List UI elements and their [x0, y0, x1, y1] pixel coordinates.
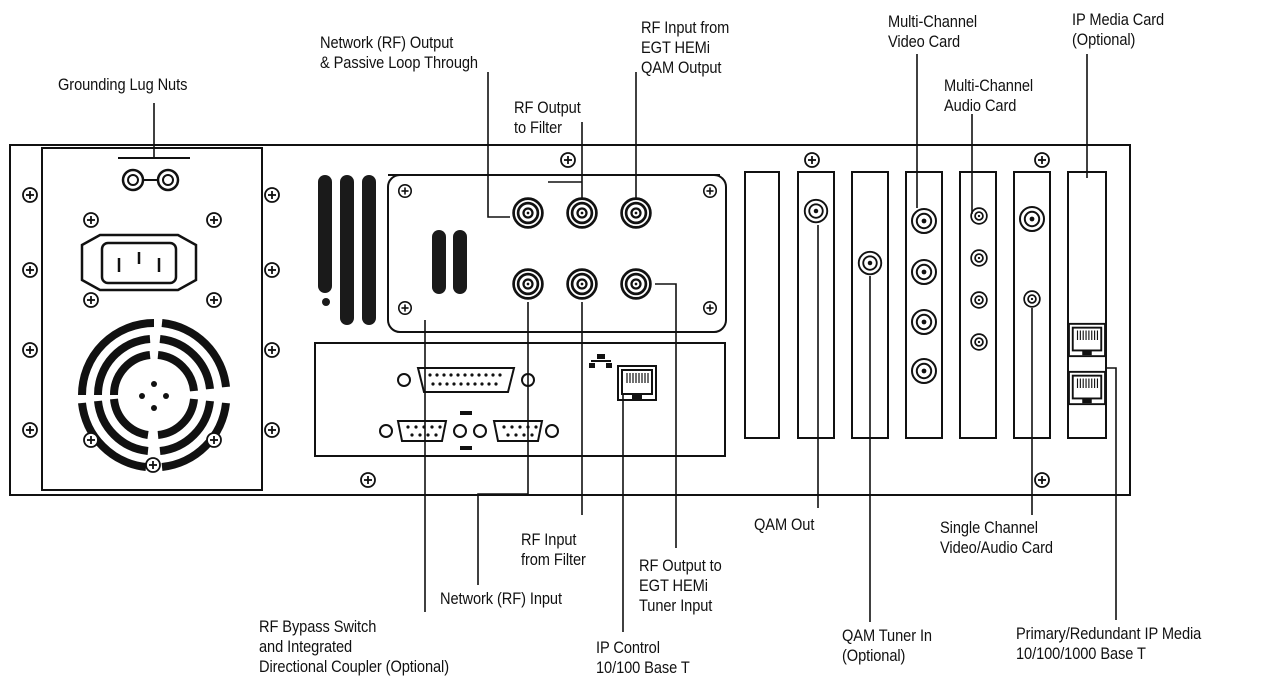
label-network-rf-output: Network (RF) Output & Passive Loop Throu… — [320, 33, 478, 72]
leader-lines — [153, 54, 1117, 632]
rj45-port-icon — [616, 365, 658, 401]
label-rf-input-from-egt: RF Input from EGT HEMi QAM Output — [641, 18, 730, 77]
label-qam-out: QAM Out — [754, 515, 815, 534]
label-rf-output-to-egt: RF Output to EGT HEMi Tuner Input — [639, 556, 722, 615]
label-qam-tuner-in: QAM Tuner In (Optional) — [842, 626, 932, 665]
label-primary-redundant-ip-media: Primary/Redundant IP Media 10/100/1000 B… — [1016, 624, 1202, 663]
rf-module-panel — [387, 174, 727, 333]
vent-slots — [318, 175, 376, 325]
label-grounding-lug-nuts: Grounding Lug Nuts — [58, 75, 188, 94]
label-rf-bypass-switch: RF Bypass Switch and Integrated Directio… — [259, 617, 450, 676]
label-ip-media-card: IP Media Card (Optional) — [1072, 10, 1165, 49]
network-symbol-icon — [589, 354, 612, 368]
label-rf-input-from-filter: RF Input from Filter — [521, 530, 586, 569]
label-multi-channel-audio-card: Multi-Channel Audio Card — [944, 76, 1034, 115]
label-ip-control: IP Control 10/100 Base T — [596, 638, 690, 677]
label-rf-output-to-filter: RF Output to Filter — [514, 98, 581, 137]
label-multi-channel-video-card: Multi-Channel Video Card — [888, 12, 978, 51]
iec-power-inlet-icon — [80, 233, 198, 292]
label-single-channel-card: Single Channel Video/Audio Card — [940, 518, 1053, 557]
grounding-lug-nuts — [121, 168, 180, 192]
io-panel — [314, 342, 726, 457]
power-supply — [41, 147, 263, 491]
label-network-rf-input: Network (RF) Input — [440, 589, 562, 608]
fan-grille-icon — [78, 319, 230, 471]
